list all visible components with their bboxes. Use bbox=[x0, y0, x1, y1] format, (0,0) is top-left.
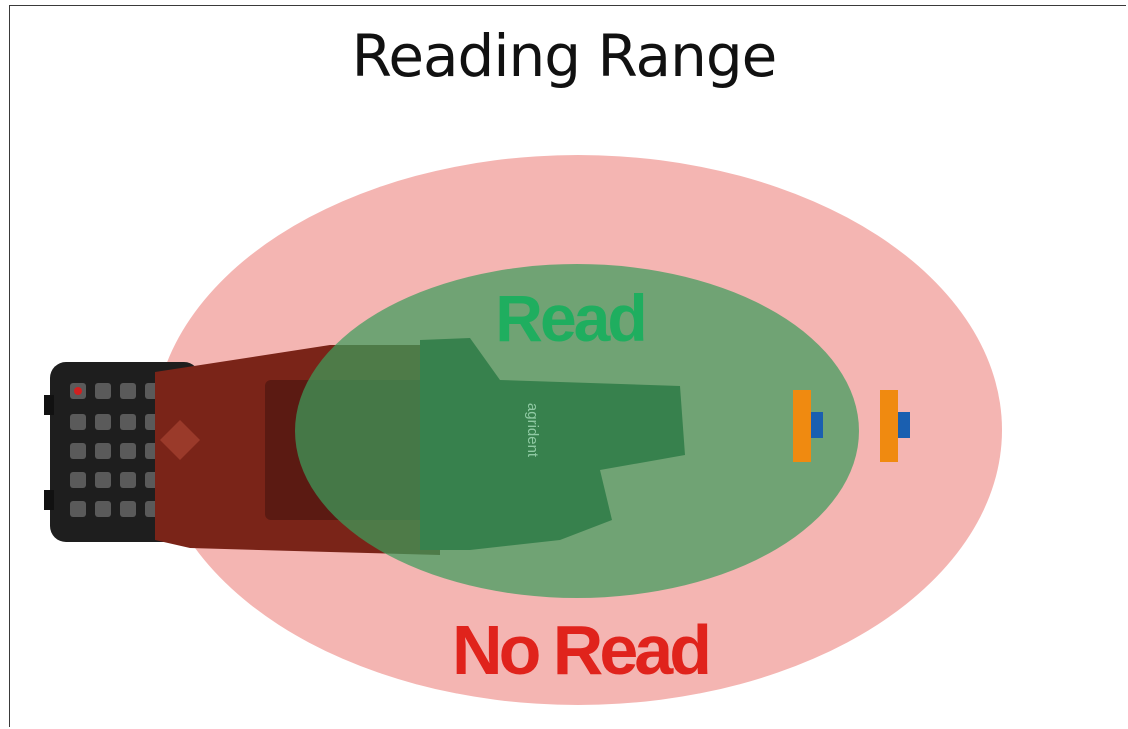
diagram-frame bbox=[9, 5, 1126, 727]
device-side-button bbox=[44, 395, 54, 415]
device-brand-text: agrident bbox=[524, 403, 541, 458]
no-read-zone-label: No Read bbox=[452, 611, 712, 689]
read-zone bbox=[295, 264, 859, 598]
device-power-key bbox=[74, 387, 82, 395]
tag-chip bbox=[898, 412, 910, 438]
rfid-tag-icon bbox=[880, 390, 910, 462]
device-side-button bbox=[44, 490, 54, 510]
read-zone-label: Read bbox=[495, 281, 647, 355]
tag-chip bbox=[811, 412, 823, 438]
device-nav-pad bbox=[160, 420, 200, 460]
rfid-tag-icon bbox=[793, 390, 823, 462]
tag-body bbox=[793, 390, 811, 462]
diagram-title: Reading Range bbox=[351, 22, 778, 90]
tag-body bbox=[880, 390, 898, 462]
